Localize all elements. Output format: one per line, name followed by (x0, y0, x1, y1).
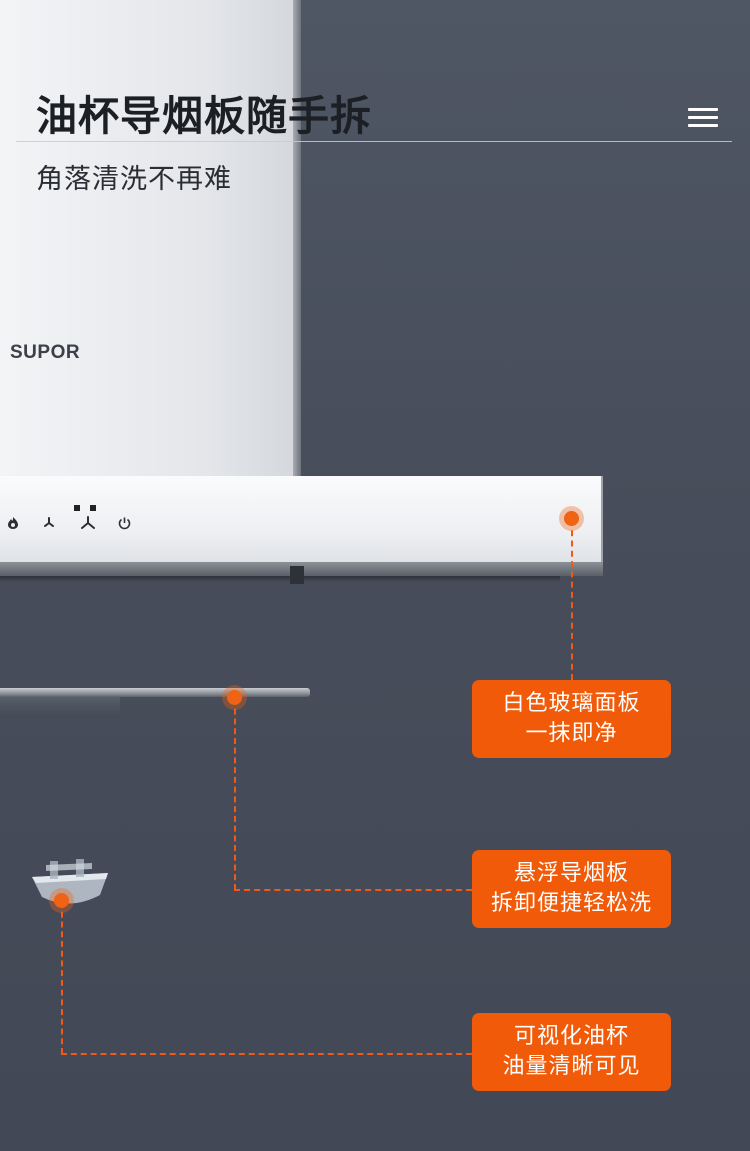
callout-line2: 拆卸便捷轻松洗 (490, 891, 652, 916)
header-divider (16, 141, 732, 142)
menu-bar (688, 124, 718, 127)
callout-line1: 白色玻璃面板 (502, 691, 641, 716)
callout-oil-cup: 可视化油杯 油量清晰可见 (472, 1013, 671, 1091)
white-glass-panel (0, 476, 603, 562)
callout-line2: 一抹即净 (525, 721, 618, 746)
fan-low-icon[interactable] (42, 516, 56, 530)
page-title: 油杯导烟板随手拆 (36, 92, 372, 140)
burner-icon[interactable] (6, 516, 20, 530)
page-subtitle: 角落清洗不再难 (36, 164, 232, 195)
hood-shadow (0, 576, 560, 582)
panel-marker (564, 511, 579, 526)
callout-line-deflector (234, 699, 236, 890)
oil-cup-image (32, 859, 108, 904)
callout-glass-panel: 白色玻璃面板 一抹即净 (472, 680, 671, 758)
callout-line-deflector-h (234, 889, 472, 891)
hamburger-menu-icon[interactable] (688, 108, 720, 130)
callout-deflector: 悬浮导烟板 拆卸便捷轻松洗 (472, 850, 671, 928)
callout-line1: 可视化油杯 (513, 1024, 629, 1049)
deflector-marker (227, 690, 242, 705)
floating-smoke-deflector (0, 688, 310, 697)
menu-bar (688, 116, 718, 119)
deflector-shadow (0, 697, 120, 715)
callout-line2: 油量清晰可见 (502, 1054, 641, 1079)
fan-high-icon[interactable] (80, 516, 96, 530)
callout-line1: 悬浮导烟板 (513, 861, 629, 886)
panel-display (74, 496, 106, 515)
power-icon[interactable] (117, 516, 132, 531)
hood-chimney-edge (293, 0, 301, 476)
callout-line-oil-cup (61, 902, 63, 1054)
deflector-latch (290, 566, 304, 584)
brand-logo: SUPOR (10, 342, 81, 363)
callout-line-panel (571, 520, 573, 680)
menu-bar (688, 108, 718, 111)
oil-cup-marker (54, 893, 69, 908)
callout-line-oil-cup-h (61, 1053, 472, 1055)
hood-chimney (0, 0, 293, 476)
